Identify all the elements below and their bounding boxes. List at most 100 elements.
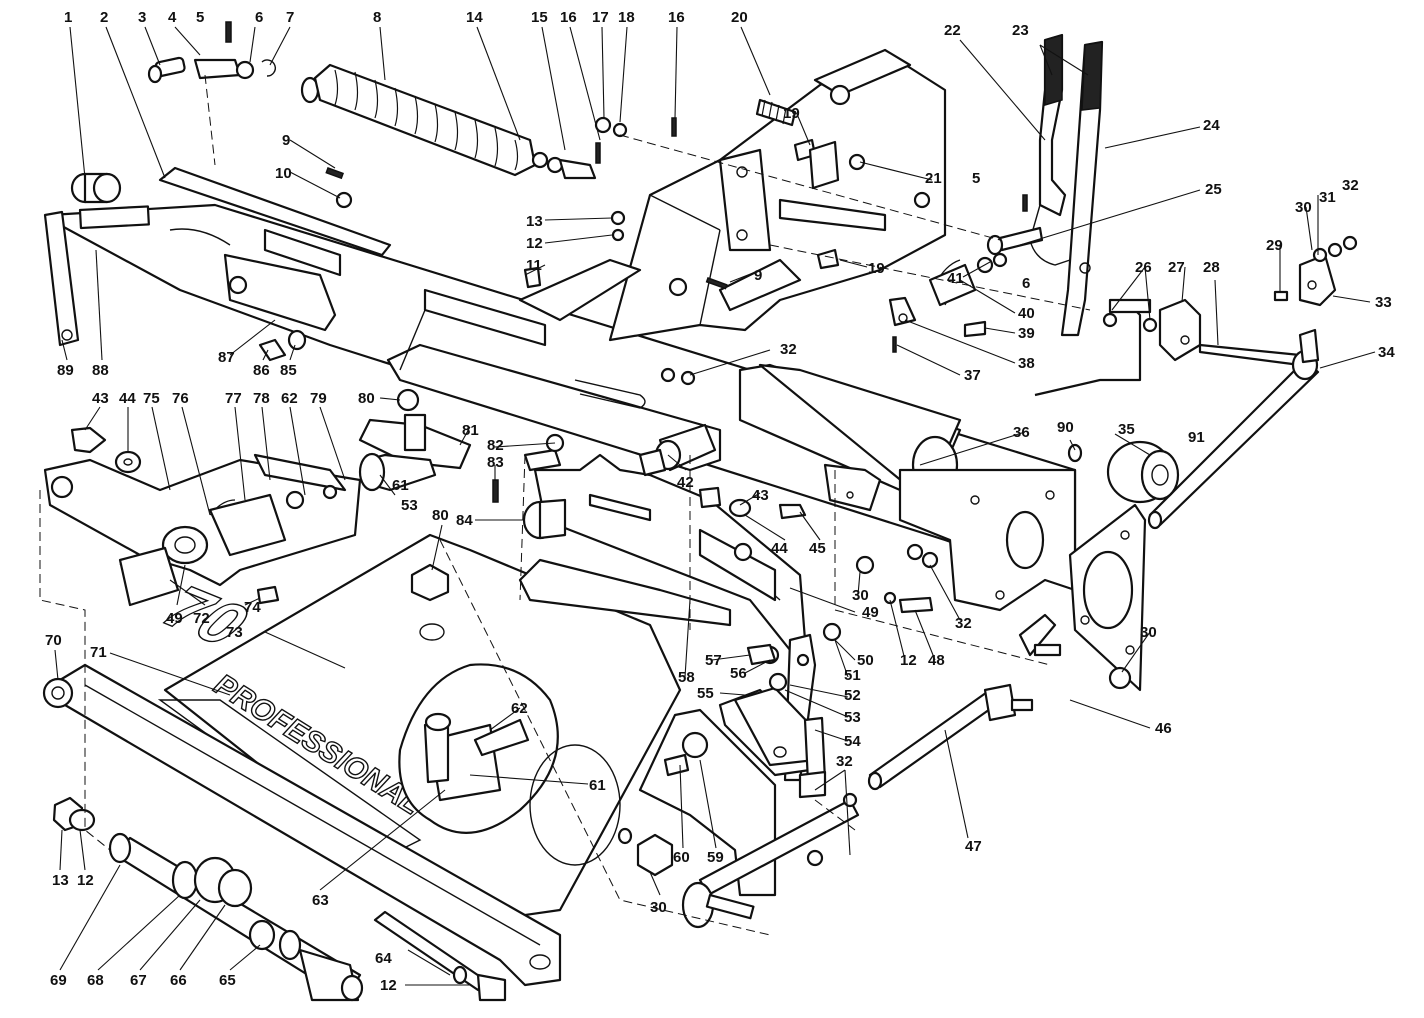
part-label: 15 bbox=[531, 9, 548, 26]
lift-arm-left bbox=[43, 210, 80, 347]
part-label: 62 bbox=[511, 700, 528, 717]
part-label: 66 bbox=[170, 972, 187, 989]
part-label: 67 bbox=[130, 972, 147, 989]
part-label: 12 bbox=[526, 235, 543, 252]
side-frame-lower bbox=[518, 258, 802, 322]
part-label: 3 bbox=[138, 9, 146, 26]
part-label: 49 bbox=[862, 604, 879, 621]
deck-fasteners bbox=[256, 563, 450, 605]
part-label: 17 bbox=[592, 9, 609, 26]
part-label: 76 bbox=[172, 390, 189, 407]
center-fasteners bbox=[698, 486, 807, 520]
part-label: 32 bbox=[780, 341, 797, 358]
part-label: 31 bbox=[1319, 189, 1336, 206]
part-label: 49 bbox=[166, 610, 183, 627]
upper-pivot-frame bbox=[608, 48, 947, 342]
part-label: 68 bbox=[87, 972, 104, 989]
clutch-bracket bbox=[43, 453, 362, 607]
part-label: 47 bbox=[965, 838, 982, 855]
channel bbox=[386, 288, 722, 472]
part-label: 37 bbox=[964, 367, 981, 384]
part-label: 33 bbox=[1375, 294, 1392, 311]
part-label: 82 bbox=[487, 437, 504, 454]
small-bracket bbox=[1273, 235, 1358, 307]
part-label: 32 bbox=[955, 615, 972, 632]
part-label: 52 bbox=[844, 687, 861, 704]
hand-levers bbox=[1029, 33, 1104, 337]
lower-rod bbox=[518, 558, 732, 627]
part-label: 28 bbox=[1203, 259, 1220, 276]
part-label: 43 bbox=[92, 390, 109, 407]
part-label: 5 bbox=[196, 9, 204, 26]
part-label: 71 bbox=[90, 644, 107, 661]
part-label: 65 bbox=[219, 972, 236, 989]
part-label: 80 bbox=[358, 390, 375, 407]
part-label: 21 bbox=[925, 170, 942, 187]
misc-nuts bbox=[325, 116, 1028, 386]
control-rod bbox=[1147, 328, 1320, 530]
part-label: 34 bbox=[1378, 344, 1395, 361]
part-label: 51 bbox=[844, 667, 861, 684]
part-label: 70 bbox=[45, 632, 62, 649]
part-label: 87 bbox=[218, 349, 235, 366]
rear-housing bbox=[738, 363, 1077, 612]
tie-rod bbox=[681, 792, 860, 929]
part-label: 22 bbox=[944, 22, 961, 39]
part-label: 60 bbox=[673, 849, 690, 866]
lower-shaft-group bbox=[108, 832, 364, 1002]
part-label: 64 bbox=[375, 950, 392, 967]
part-label: 12 bbox=[77, 872, 94, 889]
part-label: 69 bbox=[50, 972, 67, 989]
part-label: 62 bbox=[281, 390, 298, 407]
shaft bbox=[867, 683, 1034, 791]
tension-spring bbox=[300, 63, 597, 180]
part-label: 35 bbox=[1118, 421, 1135, 438]
ball-joint bbox=[1018, 613, 1132, 690]
part-label: 54 bbox=[844, 733, 861, 750]
part-label: 84 bbox=[456, 512, 473, 529]
part-label: 38 bbox=[1018, 355, 1035, 372]
clevis-pin-group bbox=[147, 21, 276, 84]
part-label: 16 bbox=[668, 9, 685, 26]
part-label: 30 bbox=[852, 587, 869, 604]
pulley bbox=[1067, 440, 1180, 504]
part-label: 56 bbox=[730, 665, 747, 682]
part-label: 39 bbox=[1018, 325, 1035, 342]
part-label: 6 bbox=[1022, 275, 1030, 292]
part-label: 44 bbox=[119, 390, 136, 407]
part-label: 63 bbox=[312, 892, 329, 909]
part-label: 32 bbox=[1342, 177, 1359, 194]
part-label: 48 bbox=[928, 652, 945, 669]
part-label: 72 bbox=[193, 610, 210, 627]
part-label: 88 bbox=[92, 362, 109, 379]
part-label: 10 bbox=[275, 165, 292, 182]
part-label: 8 bbox=[373, 9, 381, 26]
part-label: 83 bbox=[487, 454, 504, 471]
part-label: 27 bbox=[1168, 259, 1185, 276]
part-label: 14 bbox=[466, 9, 483, 26]
adjuster-bolt-assembly bbox=[358, 388, 472, 492]
part-label: 26 bbox=[1135, 259, 1152, 276]
part-label: 30 bbox=[1140, 624, 1157, 641]
part-label: 45 bbox=[809, 540, 826, 557]
part-label: 77 bbox=[225, 390, 242, 407]
part-label: 86 bbox=[253, 362, 270, 379]
part-label: 55 bbox=[697, 685, 714, 702]
part-label: 74 bbox=[244, 599, 261, 616]
compression-spring-small bbox=[755, 98, 797, 127]
lever-spring-group bbox=[888, 226, 1044, 353]
part-label: 61 bbox=[589, 777, 606, 794]
part-label: 44 bbox=[771, 540, 788, 557]
part-label: 19 bbox=[868, 260, 885, 277]
part-label: 73 bbox=[226, 624, 243, 641]
part-label: 25 bbox=[1205, 181, 1222, 198]
part-label: 42 bbox=[677, 474, 694, 491]
part-label: 12 bbox=[380, 977, 397, 994]
part-label: 46 bbox=[1155, 720, 1172, 737]
part-label: 85 bbox=[280, 362, 297, 379]
part-label: 40 bbox=[1018, 305, 1035, 322]
nut-washer-left bbox=[52, 796, 96, 832]
part-label: 89 bbox=[57, 362, 74, 379]
pedal-plate bbox=[533, 453, 807, 652]
